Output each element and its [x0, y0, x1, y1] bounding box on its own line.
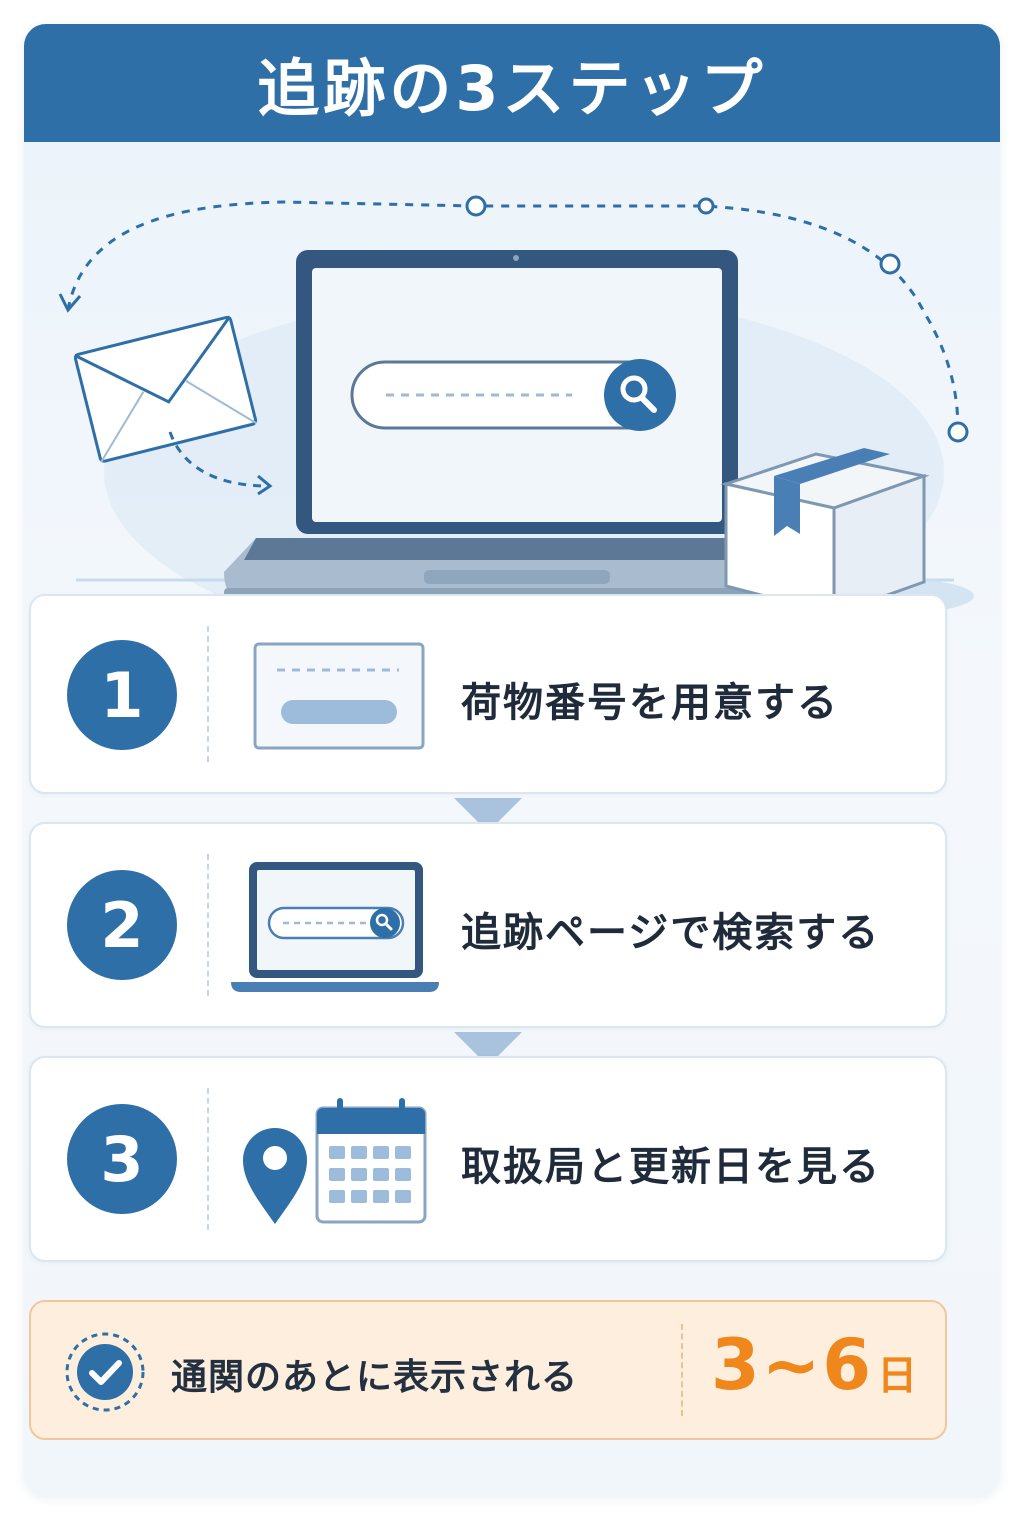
- location-pin-icon: [243, 1128, 307, 1224]
- customs-note-text: 通関のあとに表示される: [171, 1357, 579, 1398]
- route-node: [947, 421, 969, 443]
- step-label: 追跡ページで検索する: [461, 910, 881, 956]
- step-number-badge: 1: [67, 640, 177, 750]
- days-range-value: 3~6: [711, 1324, 874, 1406]
- envelope-arrow: [168, 431, 269, 488]
- step-number-badge: 2: [67, 870, 177, 980]
- hero-illustration: [24, 142, 1000, 622]
- route-node: [697, 197, 715, 215]
- days-unit: 日: [877, 1353, 918, 1399]
- envelope-icon: [73, 315, 258, 463]
- tracking-number-card-icon: [253, 642, 425, 750]
- route-node: [465, 195, 487, 217]
- location-calendar-icon: [243, 1098, 427, 1224]
- step-card-2: 2 追跡ページで検索する: [29, 822, 947, 1028]
- step-label: 取扱局と更新日を見る: [461, 1144, 881, 1190]
- hero-svg: [58, 195, 974, 622]
- hero-search-bar: [350, 359, 676, 431]
- page-title: 追跡の3ステップ: [257, 52, 767, 125]
- step-divider: [207, 854, 209, 996]
- step-card-1: 1 荷物番号を用意する: [29, 594, 947, 794]
- footer-divider: [681, 1324, 683, 1416]
- search-icon: [620, 375, 648, 403]
- calendar-icon: [315, 1098, 427, 1224]
- step-divider: [207, 1088, 209, 1230]
- step-label: 荷物番号を用意する: [461, 680, 839, 726]
- envelope-arrowhead: [257, 474, 273, 496]
- step-card-3: 3 取扱局と更新日を見る: [29, 1056, 947, 1262]
- check-circle-icon: [65, 1332, 145, 1412]
- laptop-search-icon: [231, 862, 439, 992]
- header-banner: 追跡の3ステップ: [24, 24, 1000, 142]
- route-arrowhead-left: [58, 293, 82, 313]
- step-number-badge: 3: [67, 1104, 177, 1214]
- step-divider: [207, 626, 209, 762]
- route-dashed-path: [66, 200, 960, 433]
- route-node: [879, 253, 901, 275]
